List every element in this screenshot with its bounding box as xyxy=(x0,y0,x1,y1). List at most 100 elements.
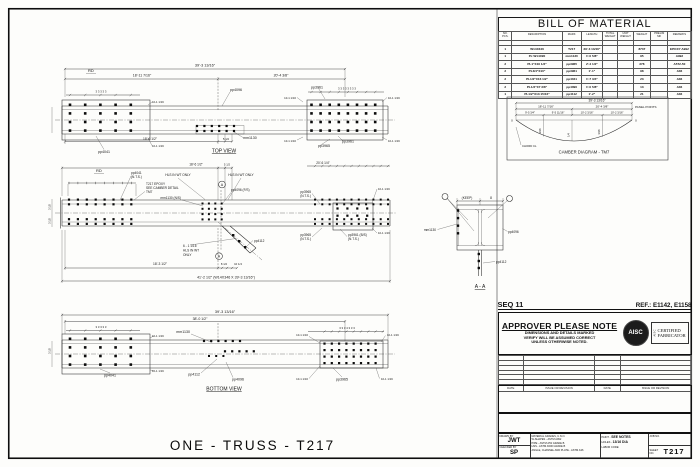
bolt xyxy=(387,222,389,225)
annotation: A xyxy=(221,183,224,187)
bolt xyxy=(99,346,102,349)
labor-code-label: LABOR CODE: xyxy=(601,445,620,449)
linework xyxy=(62,203,390,223)
bolt xyxy=(238,350,241,353)
annotation: HLS IN WT xyxy=(183,249,199,253)
annotation: 10-1 1/16 xyxy=(296,377,308,381)
bom-cell: 2 xyxy=(497,67,513,77)
bom-cell xyxy=(650,45,669,54)
bolt xyxy=(346,120,350,124)
linework xyxy=(319,340,384,369)
annotation: 20'-4 3/8" xyxy=(274,74,290,78)
bolt xyxy=(94,222,97,225)
bolt xyxy=(372,198,375,201)
material-line-4: HSS - ASTM A500 GRADE B xyxy=(531,445,566,449)
bolt xyxy=(245,350,248,353)
bolt xyxy=(121,218,124,221)
bom-cell: 21 xyxy=(632,90,652,100)
bolt xyxy=(67,222,71,225)
annotation: 9'-5 3/4" xyxy=(525,111,535,115)
bom-cell xyxy=(617,90,634,100)
linework xyxy=(457,208,503,246)
bolt xyxy=(103,198,106,201)
bom-cell: A36 xyxy=(667,67,692,77)
annotation: pp4041 xyxy=(98,150,110,154)
bolt xyxy=(68,129,72,132)
bom-cell: 1 xyxy=(497,90,513,100)
annotation: HLS IN WT ONLY xyxy=(165,173,191,177)
bolt xyxy=(83,363,87,366)
annotation: pp3961 (B/S) xyxy=(348,233,367,237)
annotation: A xyxy=(218,255,221,259)
bolt xyxy=(328,218,331,221)
annotation: TOP VIEW xyxy=(212,149,237,155)
bom-cell xyxy=(650,52,669,62)
bolt xyxy=(83,337,87,341)
annotation: pp4041 xyxy=(131,171,142,175)
seq-ref-row: SEQ 11 REF.: E1142, E1158 xyxy=(497,298,692,310)
bolt xyxy=(346,112,350,115)
bolt xyxy=(374,362,377,365)
annotation: 10-1 1/16 xyxy=(152,369,164,373)
bolt xyxy=(367,355,370,358)
bolt xyxy=(337,112,341,115)
aisc-stamp: AISC AISC CERTIFIED FABRICATOR xyxy=(622,320,689,346)
annotation: 3 3 3 3 3 xyxy=(96,325,107,329)
checked-by-value: SP xyxy=(509,449,518,456)
bolt xyxy=(112,203,115,206)
bolt xyxy=(477,259,480,263)
bolt xyxy=(220,213,223,216)
bolt xyxy=(372,203,375,206)
paint-value: SEE NOTES xyxy=(611,434,631,439)
bom-header-cell: DESCRIPTION xyxy=(511,30,563,41)
bolt xyxy=(352,362,355,365)
bolt xyxy=(373,129,377,132)
bolt xyxy=(364,112,368,115)
bolt xyxy=(129,103,133,107)
annotation: 39'-3 13/16" xyxy=(589,99,606,103)
bolt xyxy=(220,202,223,205)
bolt xyxy=(103,203,106,206)
bolt xyxy=(121,222,124,225)
dimension-line xyxy=(63,77,347,81)
bolt xyxy=(355,112,359,115)
bolt xyxy=(67,198,71,201)
drawn-checked-col: DRAWN BY JWT CHECKED BY SP xyxy=(498,434,531,458)
bom-cell xyxy=(650,90,669,100)
annotation: 18'-3 1/2" xyxy=(153,262,168,266)
bolt xyxy=(379,218,382,221)
bom-cell: 1'-7 3/4" xyxy=(580,75,603,84)
ref-label: REF.: E1142, E1158 xyxy=(635,302,692,309)
bolt xyxy=(99,363,102,366)
dimension-line xyxy=(63,266,239,270)
bolt xyxy=(215,355,218,357)
bolt xyxy=(359,355,363,358)
annotation: (N.T.S.) xyxy=(348,237,359,241)
bolt xyxy=(372,218,375,221)
dimension-line xyxy=(455,199,505,203)
bolt xyxy=(207,202,210,205)
bolt xyxy=(328,129,331,132)
bolt xyxy=(68,112,72,115)
bom-cell: 23 xyxy=(632,75,652,84)
annotation: 3/16 xyxy=(597,129,601,135)
bolt xyxy=(195,129,199,133)
annotation: BOTTOM VIEW xyxy=(206,387,242,393)
bolt xyxy=(218,124,221,128)
annotation: 5 1/2 xyxy=(223,137,230,141)
bolt xyxy=(330,355,333,358)
annotation: 20'-4 3/8" xyxy=(596,105,609,109)
bolt xyxy=(328,203,331,206)
bom-cell: PL1/2"X7 3/8" xyxy=(511,82,563,92)
bom-cell: 13 xyxy=(632,82,652,92)
linework xyxy=(7,7,693,460)
bolt xyxy=(129,129,133,132)
bom-header-cell: TOTAL WEIGHT xyxy=(601,30,619,41)
annotation: 10'-2 3/16" xyxy=(581,111,594,115)
